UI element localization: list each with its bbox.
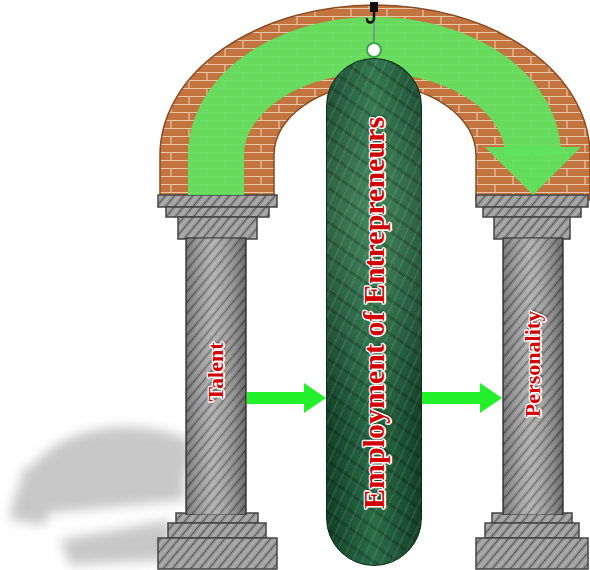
connector-arrow	[247, 383, 326, 413]
capital-slab	[476, 195, 588, 207]
arrow-shaft	[247, 392, 304, 404]
shaft-stone	[503, 238, 563, 515]
pillar-box: Personality	[502, 195, 564, 515]
right-capital	[476, 195, 588, 239]
arch-shadow	[10, 427, 190, 525]
base-plinth	[476, 538, 588, 569]
base-shadow	[60, 520, 170, 565]
hook-ring	[367, 43, 381, 57]
left-capital	[158, 195, 277, 239]
capital-slab	[166, 207, 269, 217]
hook-curve	[367, 12, 374, 23]
capital-slab	[158, 195, 277, 207]
arrow-head	[304, 383, 326, 413]
arrow-shaft	[422, 392, 480, 404]
capital-neck	[494, 217, 570, 239]
hook-wire	[373, 20, 375, 42]
node-label: Employment of Entrepreneurs	[359, 117, 389, 509]
capsule-box: Employment of Entrepreneurs	[326, 58, 422, 566]
arrow-head	[480, 383, 502, 413]
base-ring	[485, 523, 579, 538]
connector-arrow	[422, 383, 502, 413]
base-ring	[168, 523, 266, 538]
shaft-stone	[186, 238, 246, 515]
capital-neck	[178, 217, 257, 239]
hook-block	[370, 2, 378, 12]
pillar-box: Talent	[185, 195, 247, 515]
pillar-shadow	[20, 455, 185, 515]
shaft-shading	[503, 238, 563, 515]
node-label: Talent	[205, 342, 227, 401]
right-base	[476, 513, 588, 569]
shaft-shading	[186, 238, 246, 515]
arrow-head	[485, 147, 581, 195]
base-plinth	[158, 538, 277, 569]
left-base	[158, 513, 277, 569]
node-label: Personality	[522, 311, 544, 417]
capital-slab	[483, 207, 581, 217]
